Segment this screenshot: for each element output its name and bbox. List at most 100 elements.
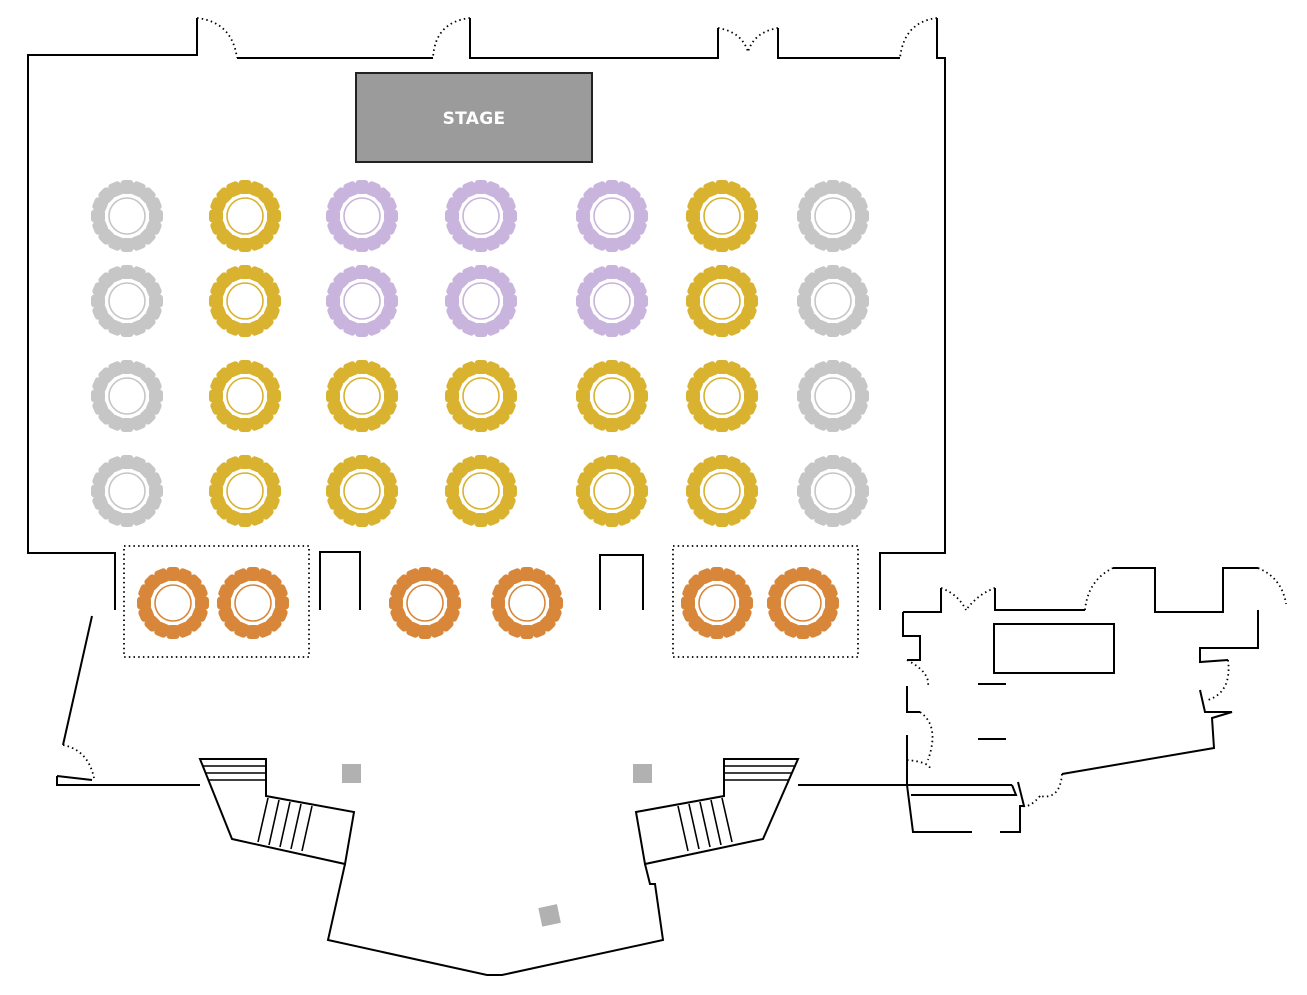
chair xyxy=(209,209,223,223)
chair xyxy=(605,265,619,279)
chair xyxy=(98,272,115,289)
chair xyxy=(826,323,840,337)
chair xyxy=(634,209,648,223)
chair xyxy=(238,455,252,469)
chair xyxy=(804,313,821,330)
chair xyxy=(374,408,391,425)
chair xyxy=(355,180,369,194)
chair xyxy=(139,408,156,425)
chair xyxy=(267,484,281,498)
chair xyxy=(826,238,840,252)
chair xyxy=(91,209,105,223)
chair xyxy=(693,408,710,425)
chair xyxy=(267,294,281,308)
chair xyxy=(185,574,202,591)
chair xyxy=(624,187,641,204)
chair xyxy=(693,503,710,520)
chair xyxy=(826,455,840,469)
seating-tables xyxy=(91,180,869,639)
chair xyxy=(804,503,821,520)
chair xyxy=(217,596,231,610)
chair xyxy=(257,272,274,289)
table-top xyxy=(226,282,264,320)
chair xyxy=(744,209,758,223)
chair xyxy=(681,596,695,610)
chair xyxy=(374,462,391,479)
chair xyxy=(693,187,710,204)
round-table xyxy=(445,455,517,527)
chair xyxy=(804,408,821,425)
chair xyxy=(355,360,369,374)
chair xyxy=(634,389,648,403)
chair xyxy=(452,228,469,245)
table-top xyxy=(226,377,264,415)
chair xyxy=(418,567,432,581)
chair xyxy=(437,574,454,591)
chair xyxy=(734,313,751,330)
chair xyxy=(257,187,274,204)
chair xyxy=(493,313,510,330)
chair xyxy=(520,625,534,639)
chair xyxy=(797,484,811,498)
table-top xyxy=(593,472,631,510)
chair xyxy=(734,503,751,520)
chair xyxy=(583,313,600,330)
chair xyxy=(374,503,391,520)
chair xyxy=(139,228,156,245)
chair xyxy=(503,209,517,223)
chair xyxy=(445,294,459,308)
chair xyxy=(815,615,832,632)
stage-label: STAGE xyxy=(443,109,506,129)
chair xyxy=(693,462,710,479)
chair xyxy=(826,180,840,194)
table-top xyxy=(814,472,852,510)
round-table xyxy=(445,360,517,432)
table-top xyxy=(108,377,146,415)
chair xyxy=(815,574,832,591)
ballroom-walls xyxy=(27,18,946,610)
table-top xyxy=(814,377,852,415)
chair xyxy=(452,313,469,330)
chair xyxy=(238,180,252,194)
chair xyxy=(715,265,729,279)
table-top xyxy=(226,472,264,510)
chair xyxy=(826,513,840,527)
chair xyxy=(166,625,180,639)
chair xyxy=(355,323,369,337)
chair xyxy=(216,187,233,204)
chair xyxy=(767,596,781,610)
chair xyxy=(144,615,161,632)
round-table xyxy=(686,360,758,432)
chair xyxy=(474,180,488,194)
table-top xyxy=(698,584,736,622)
round-table xyxy=(326,360,398,432)
chair xyxy=(98,367,115,384)
chair xyxy=(729,574,746,591)
table-top xyxy=(343,282,381,320)
chair xyxy=(845,313,862,330)
chair xyxy=(139,503,156,520)
table-top xyxy=(784,584,822,622)
chair xyxy=(355,455,369,469)
chair xyxy=(238,238,252,252)
chair xyxy=(605,455,619,469)
chair xyxy=(139,272,156,289)
chair xyxy=(139,367,156,384)
chair xyxy=(503,484,517,498)
chair xyxy=(796,625,810,639)
chair xyxy=(195,596,209,610)
reserved-zone-right xyxy=(672,545,859,658)
round-table-front xyxy=(681,567,753,639)
chair xyxy=(374,272,391,289)
table-top xyxy=(108,197,146,235)
round-table xyxy=(686,265,758,337)
chair xyxy=(185,615,202,632)
round-table xyxy=(209,265,281,337)
chair xyxy=(491,596,505,610)
chair xyxy=(238,265,252,279)
chair xyxy=(396,615,413,632)
chair xyxy=(493,228,510,245)
chair xyxy=(91,389,105,403)
chair xyxy=(267,209,281,223)
